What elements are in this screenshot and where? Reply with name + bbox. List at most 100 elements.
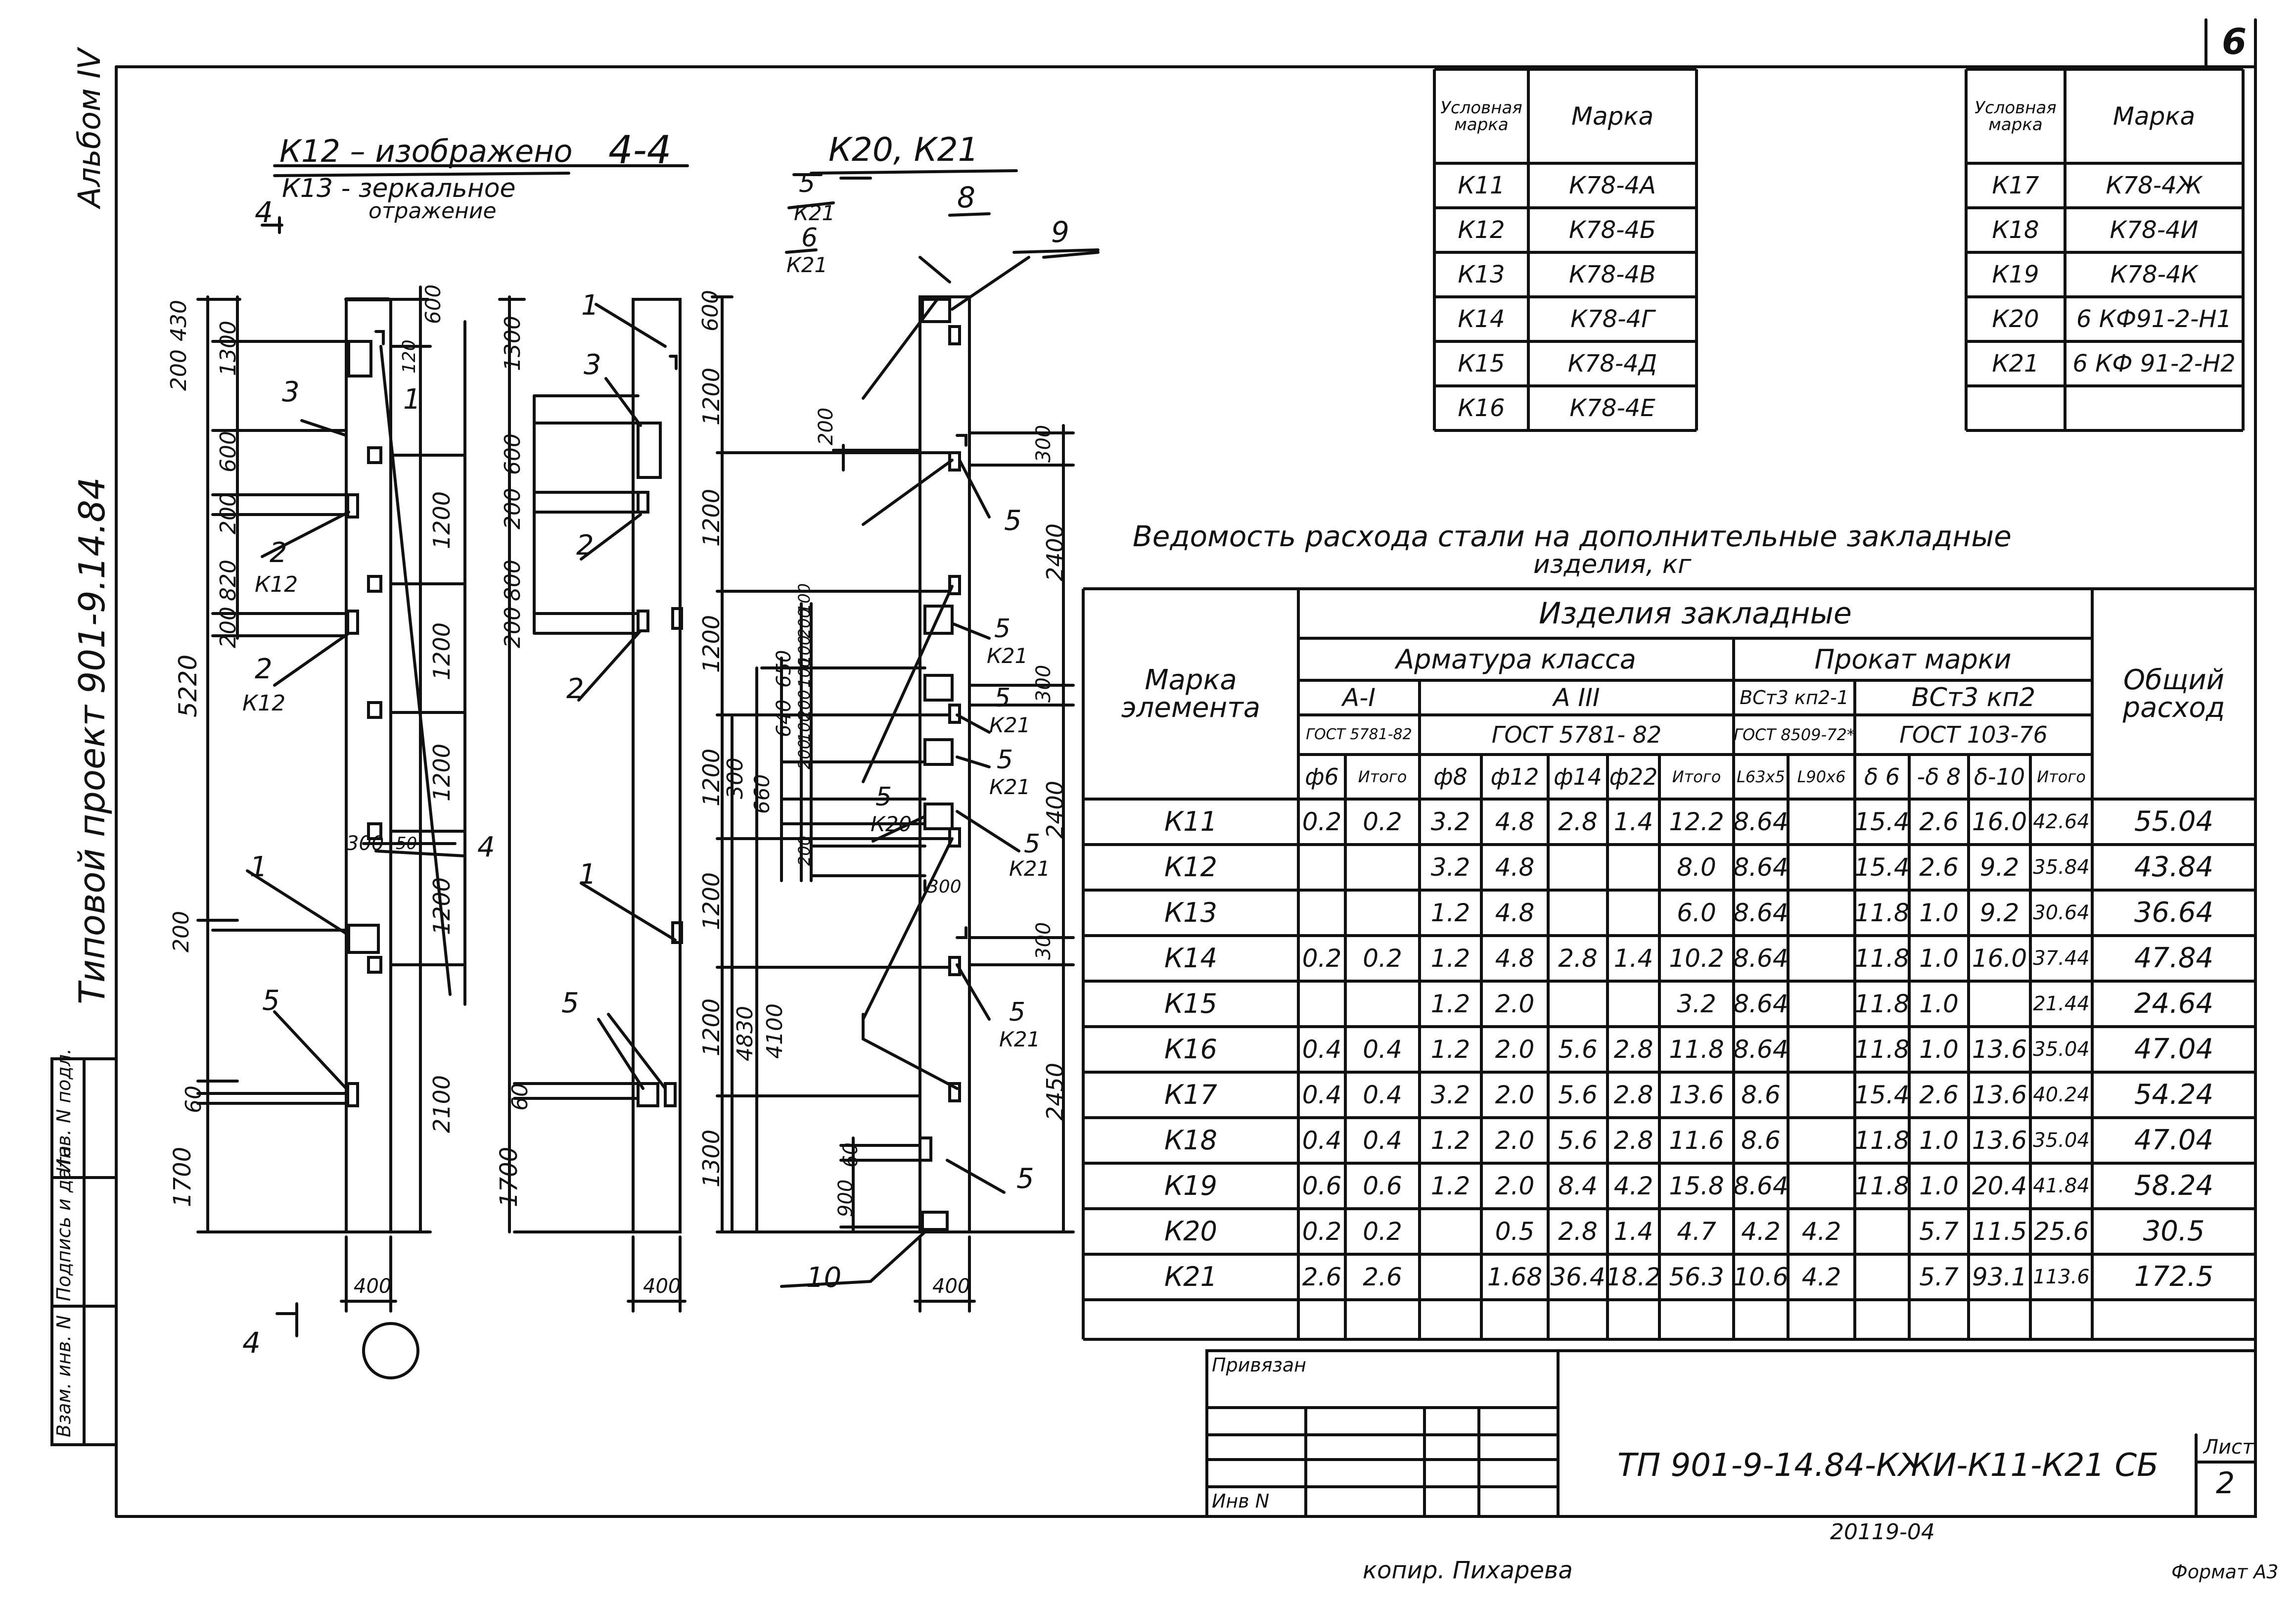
column-k12-outline	[196, 216, 466, 1379]
row-value-cell: 1.0	[1919, 990, 1959, 1018]
row-value-cell: 16.0	[1972, 944, 2027, 973]
mark-cell: К78-4Д	[1567, 350, 1657, 378]
row-value-cell: 0.4	[1302, 1035, 1342, 1064]
leader-1-col1: 1	[403, 383, 421, 416]
row-value-cell: 21.44	[2033, 993, 2090, 1015]
row-value-cell: 15.4	[1854, 807, 1910, 836]
row-value-cell	[1788, 845, 1855, 890]
inv-label: Инв N	[1212, 1490, 1270, 1512]
row-value-cell	[1788, 1118, 1855, 1163]
row-mark-cell: К13	[1164, 897, 1218, 928]
row-mark-cell: К17	[1164, 1079, 1218, 1110]
list-number: 2	[2216, 1466, 2235, 1501]
row-value-cell: 10.6	[1733, 1263, 1789, 1291]
column-header: ф14	[1554, 763, 1602, 790]
row-value-cell: 3.2	[1677, 990, 1716, 1018]
row-mark-cell: К15	[1164, 988, 1218, 1019]
row-value-cell: 4.2	[1613, 1172, 1653, 1200]
row-value-cell: 2.0	[1495, 1172, 1535, 1200]
row-mark-cell: К20	[1164, 1216, 1218, 1247]
dim: 300	[346, 832, 384, 855]
row-value-cell: 8.64	[1733, 944, 1789, 973]
row-total-cell: 55.04	[2134, 805, 2214, 838]
header-gost-103: ГОСТ 103-76	[1899, 721, 2048, 748]
row-value-cell: 0.4	[1363, 1126, 1402, 1155]
column-header: ф6	[1305, 763, 1339, 790]
row-value-cell: 4.8	[1495, 898, 1535, 927]
row-value-cell: 3.2	[1430, 853, 1470, 882]
left-stamp-grid	[50, 1057, 118, 1446]
leader-5-col3d: 5	[997, 745, 1013, 775]
leader-5-col3f: 5	[1024, 829, 1041, 859]
row-value-cell: 1.2	[1430, 1172, 1470, 1200]
row-value-cell: 11.8	[1854, 1172, 1910, 1200]
column-header: ф22	[1609, 763, 1658, 790]
row-value-cell: 0.5	[1495, 1217, 1535, 1246]
row-value-cell: 0.2	[1363, 944, 1402, 973]
row-value-cell: 1.0	[1919, 1126, 1959, 1155]
row-value-cell: 1.0	[1919, 1172, 1959, 1200]
row-value-cell: 11.8	[1854, 898, 1910, 927]
column-header: Итого	[1358, 767, 1407, 786]
row-value-cell	[1607, 890, 1659, 936]
column-2-outline	[498, 295, 687, 1313]
column-header: Итого	[1672, 767, 1721, 786]
row-value-cell: 40.24	[2033, 1084, 2090, 1106]
caption-underlines	[273, 164, 1100, 254]
label-9: 9	[1051, 215, 1069, 249]
row-total-cell: 47.04	[2134, 1124, 2214, 1156]
row-value-cell: 2.0	[1495, 1126, 1535, 1155]
row-value-cell	[1420, 1209, 1481, 1254]
mark-cell: К78-4В	[1569, 261, 1656, 288]
column-header: δ-10	[1974, 763, 2025, 790]
row-value-cell: 2.0	[1495, 1081, 1535, 1109]
list-label: Лист	[2204, 1436, 2254, 1459]
k21-col3b: К21	[987, 644, 1028, 668]
row-value-cell: 11.8	[1854, 944, 1910, 973]
row-value-cell	[1548, 981, 1607, 1027]
width-dim-col3: 400	[932, 1275, 970, 1298]
column-header: Итого	[2037, 767, 2086, 786]
row-value-cell: 2.8	[1613, 1126, 1653, 1155]
row-value-cell: 8.0	[1677, 853, 1716, 882]
mark-cell: 6 КФ 91-2-Н2	[2072, 350, 2236, 378]
row-value-cell	[1788, 799, 1855, 845]
mark-cell: 6 КФ91-2-Н1	[2076, 305, 2232, 333]
row-value-cell: 35.04	[2033, 1129, 2090, 1152]
header-cond-mark: Условная марка	[1975, 98, 2057, 135]
row-value-cell: 35.84	[2033, 856, 2090, 879]
page-number: 6	[2222, 21, 2247, 62]
cond-mark-cell: К16	[1458, 394, 1505, 422]
width-dim-col1: 400	[354, 1275, 392, 1298]
row-mark-cell: К12	[1164, 851, 1218, 883]
leader-3-col2: 3	[584, 349, 601, 381]
row-value-cell	[1788, 1027, 1855, 1072]
row-value-cell: 5.7	[1919, 1263, 1959, 1291]
row-total-cell: 54.24	[2134, 1079, 2214, 1111]
column-header: ф8	[1433, 763, 1468, 790]
row-value-cell: 11.8	[1669, 1035, 1724, 1064]
row-value-cell: 2.8	[1613, 1081, 1653, 1109]
row-value-cell: 1.2	[1430, 1035, 1470, 1064]
format-label: Формат А3	[2171, 1561, 2279, 1583]
mark-cell: К78-4Г	[1570, 305, 1654, 333]
row-value-cell: 15.4	[1854, 1081, 1910, 1109]
cond-mark-cell: К21	[1992, 350, 2039, 378]
row-value-cell: 16.0	[1972, 807, 2027, 836]
caption-k13: К13 - зеркальное	[282, 174, 516, 203]
marks-table-grid	[1433, 68, 1698, 432]
leader-5-col3b: 5	[994, 614, 1011, 644]
row-value-cell: 1.2	[1430, 990, 1470, 1018]
row-value-cell	[1420, 1254, 1481, 1300]
k21-col3c: К21	[989, 713, 1031, 737]
row-value-cell: 15.4	[1854, 853, 1910, 882]
caption-k12: К12 – изображено	[279, 133, 573, 169]
row-value-cell: 42.64	[2033, 810, 2090, 833]
dim: 50	[396, 834, 417, 853]
cond-mark-cell: К13	[1458, 261, 1505, 288]
dim: 300	[927, 877, 962, 897]
row-value-cell: 9.2	[1979, 898, 2020, 927]
leader-1-col1b: 1	[250, 851, 268, 883]
header-mark-element: Марка элемента	[1121, 663, 1261, 724]
row-value-cell: 13.6	[1972, 1081, 2027, 1109]
